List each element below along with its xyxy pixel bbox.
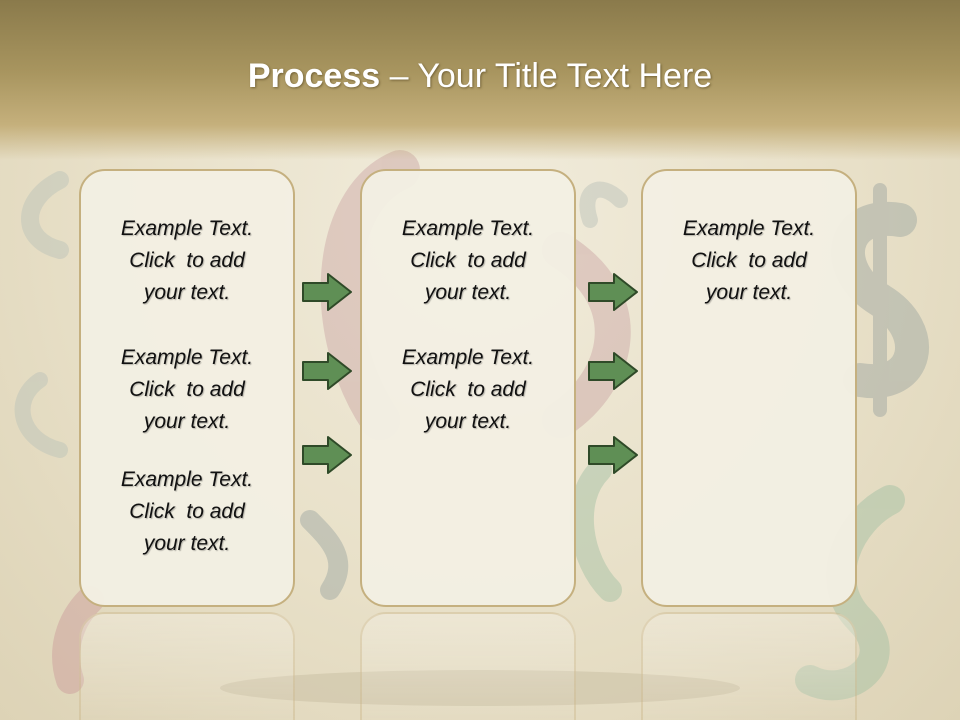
item-line: Example Text. [120,468,254,491]
item-line: Example Text. [120,217,254,240]
item-line: Example Text. [401,217,535,240]
item-line: your text. [143,410,231,433]
arrow-shape [588,273,638,311]
arrow-right-icon[interactable] [588,273,638,311]
item-line: your text. [705,281,793,304]
text-placeholder[interactable]: Example Text. Click to add your text. [643,213,855,309]
item-line: Click to add [129,378,245,401]
box-reflection [79,612,295,720]
item-line: Click to add [129,249,245,272]
item-line: Click to add [410,249,526,272]
arrow-right-icon[interactable] [588,436,638,474]
item-line: Example Text. [401,346,535,369]
title-band [0,0,960,160]
item-line: Example Text. [682,217,816,240]
title-rest-text: – Your Title Text Here [380,57,713,95]
text-placeholder[interactable]: Example Text. Click to add your text. [81,342,293,438]
item-line: Example Text. [120,346,254,369]
arrow-shape [302,352,352,390]
process-box-3[interactable]: Example Text. Click to add your text. [641,169,857,607]
item-line: your text. [143,281,231,304]
item-line: Click to add [410,378,526,401]
arrow-shape [588,352,638,390]
arrow-shape [302,436,352,474]
item-line: Click to add [691,249,807,272]
slide-title[interactable]: Process – Your Title Text Here [0,52,960,100]
text-placeholder[interactable]: Example Text. Click to add your text. [81,464,293,560]
arrow-right-icon[interactable] [302,352,352,390]
item-line: Click to add [129,500,245,523]
arrow-shape [588,436,638,474]
item-line: your text. [424,410,512,433]
item-line: your text. [143,532,231,555]
text-placeholder[interactable]: Example Text. Click to add your text. [362,342,574,438]
arrow-right-icon[interactable] [588,352,638,390]
text-placeholder[interactable]: Example Text. Click to add your text. [362,213,574,309]
process-box-1[interactable]: Example Text. Click to add your text. Ex… [79,169,295,607]
arrow-right-icon[interactable] [302,273,352,311]
process-box-2[interactable]: Example Text. Click to add your text. Ex… [360,169,576,607]
title-bold-text: Process [247,57,381,95]
box-reflection [641,612,857,720]
box-reflection [360,612,576,720]
arrow-shape [302,273,352,311]
item-line: your text. [424,281,512,304]
arrow-right-icon[interactable] [302,436,352,474]
text-placeholder[interactable]: Example Text. Click to add your text. [81,213,293,309]
